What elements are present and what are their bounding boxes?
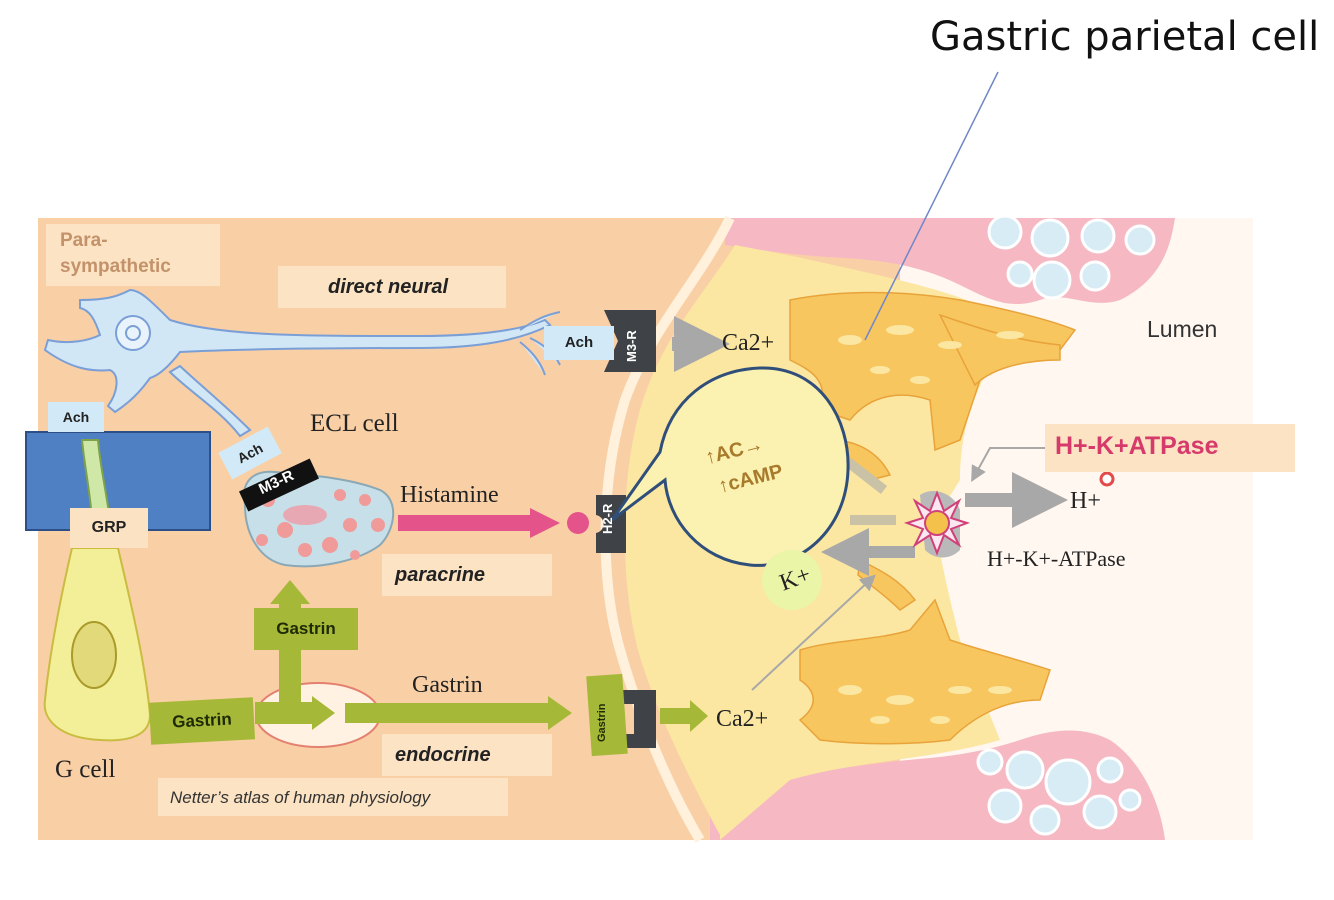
h-plus-label: H+ (1070, 488, 1101, 514)
gastrin-label-up: Gastrin (254, 608, 358, 650)
h2-receptor-label: H2-R (600, 503, 615, 534)
pump-highlight-label: H+-K+ATPase (1055, 432, 1219, 460)
parasympathetic-label-2: sympathetic (60, 256, 171, 277)
proton-pump-star (903, 490, 971, 556)
gastrin-label-left: Gastrin (148, 697, 256, 745)
label-box-highlight (1045, 424, 1295, 472)
ecl-cell-label: ECL cell (310, 410, 399, 437)
gastrin-label-mid: Gastrin (412, 672, 483, 698)
ecl-nucleus (283, 505, 327, 525)
paracrine-label: paracrine (395, 564, 486, 586)
pump-label: H+-K+-ATPase (987, 546, 1126, 571)
m3-receptor-label-neural: M3-R (624, 330, 639, 362)
neuron (43, 288, 561, 438)
g-cell-nucleus (71, 621, 117, 689)
ecl-granules (256, 489, 385, 560)
lumen-vesicles (976, 214, 1156, 836)
grey-arrows (672, 316, 1068, 691)
label-box-direct-neural (278, 266, 506, 308)
label-box-citation (158, 778, 508, 816)
gastrin-receptor (620, 690, 656, 748)
canaliculi-bottom (798, 558, 1051, 745)
ecl-m3-receptor (239, 458, 319, 512)
ach-label-neural: Ach (544, 326, 614, 360)
m3-receptor-neural (604, 310, 656, 372)
g-cell-label: G cell (55, 756, 116, 783)
ca2-label-bottom: Ca2+ (716, 706, 769, 732)
highlight-pointer (1099, 471, 1115, 487)
title-pointer-line (864, 71, 999, 341)
histamine-label: Histamine (400, 482, 499, 508)
label-box-endocrine (382, 734, 552, 776)
parasympathetic-label-1: Para- (60, 230, 108, 251)
ach-label-grp: Ach (48, 402, 104, 432)
citation-label: Netter’s atlas of human physiology (170, 788, 431, 807)
canaliculi-holes (838, 325, 1024, 724)
second-messenger-bubble (610, 366, 850, 567)
direct-neural-label: direct neural (328, 276, 449, 298)
label-box-paracrine (382, 554, 552, 596)
k-plus-bubble (762, 550, 822, 610)
endocrine-label: endocrine (395, 744, 491, 766)
histamine-molecule (567, 512, 589, 534)
neuron-nucleus (115, 315, 151, 351)
grp-label: GRP (70, 508, 148, 548)
ca2-label-top: Ca2+ (722, 330, 775, 356)
lumen-label: Lumen (1147, 316, 1218, 342)
label-box-parasympathetic (46, 224, 220, 286)
diagram-title: Gastric parietal cell (930, 14, 1320, 60)
gastrin-receptor-label: Gastrin (596, 703, 608, 742)
gastrin-receptor-box (586, 673, 628, 757)
